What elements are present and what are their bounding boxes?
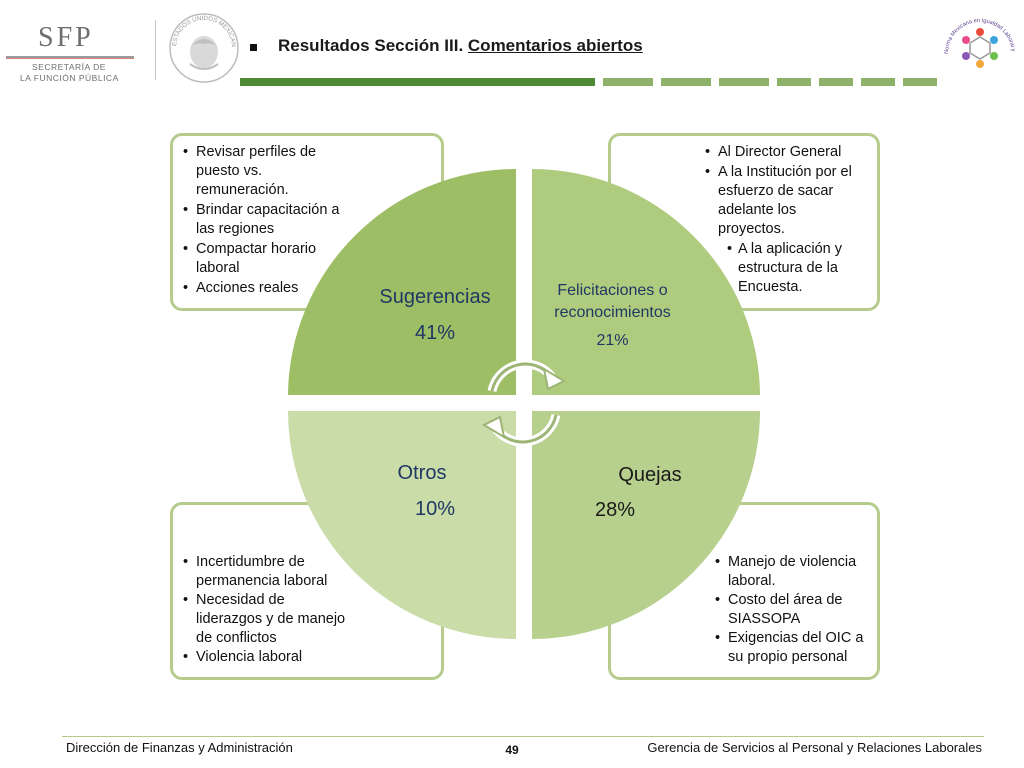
list-item: Exigencias del OIC a su propio personal (715, 629, 870, 667)
otros-list: Incertidumbre de permanencia laboral Nec… (183, 553, 353, 667)
page-number: 49 (505, 743, 519, 757)
bar-segment (819, 78, 853, 86)
sfp-logo-accent-rule (6, 58, 134, 59)
title-underlined: Comentarios abiertos (467, 36, 643, 55)
list-item: Manejo de violencia laboral. (715, 553, 870, 591)
sfp-logo-rule (6, 56, 134, 58)
quadrant-label-otros: Otros (397, 462, 447, 484)
cycle-diagram (288, 169, 760, 639)
title-prefix: Resultados Sección III. (278, 36, 464, 55)
quadrant-label-sugerencias: Sugerencias (379, 286, 491, 308)
svg-text:Norma Mexicana en Igualdad Lab: Norma Mexicana en Igualdad Laboral y No … (938, 4, 1016, 54)
list-item: Costo del área de SIASSOPA (715, 591, 870, 629)
list-item: Brindar capacitación a las regiones (183, 201, 353, 239)
quadrant-quejas (532, 411, 760, 639)
quejas-list: Manejo de violencia laboral. Costo del á… (715, 553, 870, 667)
list-item: Acciones reales (183, 279, 353, 298)
bar-segment (861, 78, 895, 86)
footer-rule (62, 736, 984, 737)
list-item: Violencia laboral (183, 648, 353, 667)
list-item: Necesidad de liderazgos y de manejo de c… (183, 591, 353, 648)
quadrant-label-felicitaciones: Felicitaciones o reconocimientos (554, 282, 671, 321)
bar-segment (777, 78, 811, 86)
bar-segment (661, 78, 711, 86)
quadrant-label-quejas: Quejas (618, 464, 682, 486)
quadrant-percent-felicitaciones: 21% (596, 332, 629, 349)
list-item: Compactar horario laboral (183, 240, 353, 278)
national-seal-icon: ESTADOS UNIDOS MEXICANOS (168, 12, 239, 83)
quadrant-percent-quejas: 28% (594, 499, 636, 521)
list-sub-item: A la aplicación y estructura de la Encue… (705, 240, 865, 297)
bar-segment (719, 78, 769, 86)
header-green-bar (240, 78, 940, 86)
quadrant-sugerencias (288, 169, 516, 395)
quadrant-otros (288, 411, 516, 639)
norma-logo-text: Norma Mexicana en Igualdad Laboral y No … (938, 4, 1016, 54)
list-item: A la Institución por el esfuerzo de saca… (705, 163, 865, 239)
title-bullet-icon (250, 44, 257, 51)
header-divider (155, 20, 156, 80)
list-item: Incertidumbre de permanencia laboral (183, 553, 353, 591)
footer-left-text: Dirección de Finanzas y Administración (66, 740, 293, 755)
sfp-logo-text: SFP (38, 22, 94, 53)
list-item: Al Director General (705, 143, 865, 162)
bar-segment (903, 78, 937, 86)
bar-segment (603, 78, 653, 86)
footer-right-text: Gerencia de Servicios al Personal y Rela… (647, 740, 982, 755)
quadrant-felicitaciones (532, 169, 760, 395)
felicitaciones-list: Al Director General A la Institución por… (705, 143, 865, 298)
sfp-logo-line1: SECRETARÍA DE (32, 62, 106, 72)
list-item: Revisar perfiles de puesto vs. remunerac… (183, 143, 353, 200)
sfp-logo-line2: LA FUNCIÓN PÚBLICA (20, 73, 119, 83)
bar-segment-main (240, 78, 595, 86)
quadrant-percent-sugerencias: 41% (414, 322, 456, 344)
quadrant-percent-otros: 10% (414, 498, 456, 520)
page-title: Resultados Sección III. Comentarios abie… (278, 36, 643, 56)
norma-mexicana-logo-icon: Norma Mexicana en Igualdad Laboral y No … (938, 4, 1016, 68)
sugerencias-list: Revisar perfiles de puesto vs. remunerac… (183, 143, 353, 299)
